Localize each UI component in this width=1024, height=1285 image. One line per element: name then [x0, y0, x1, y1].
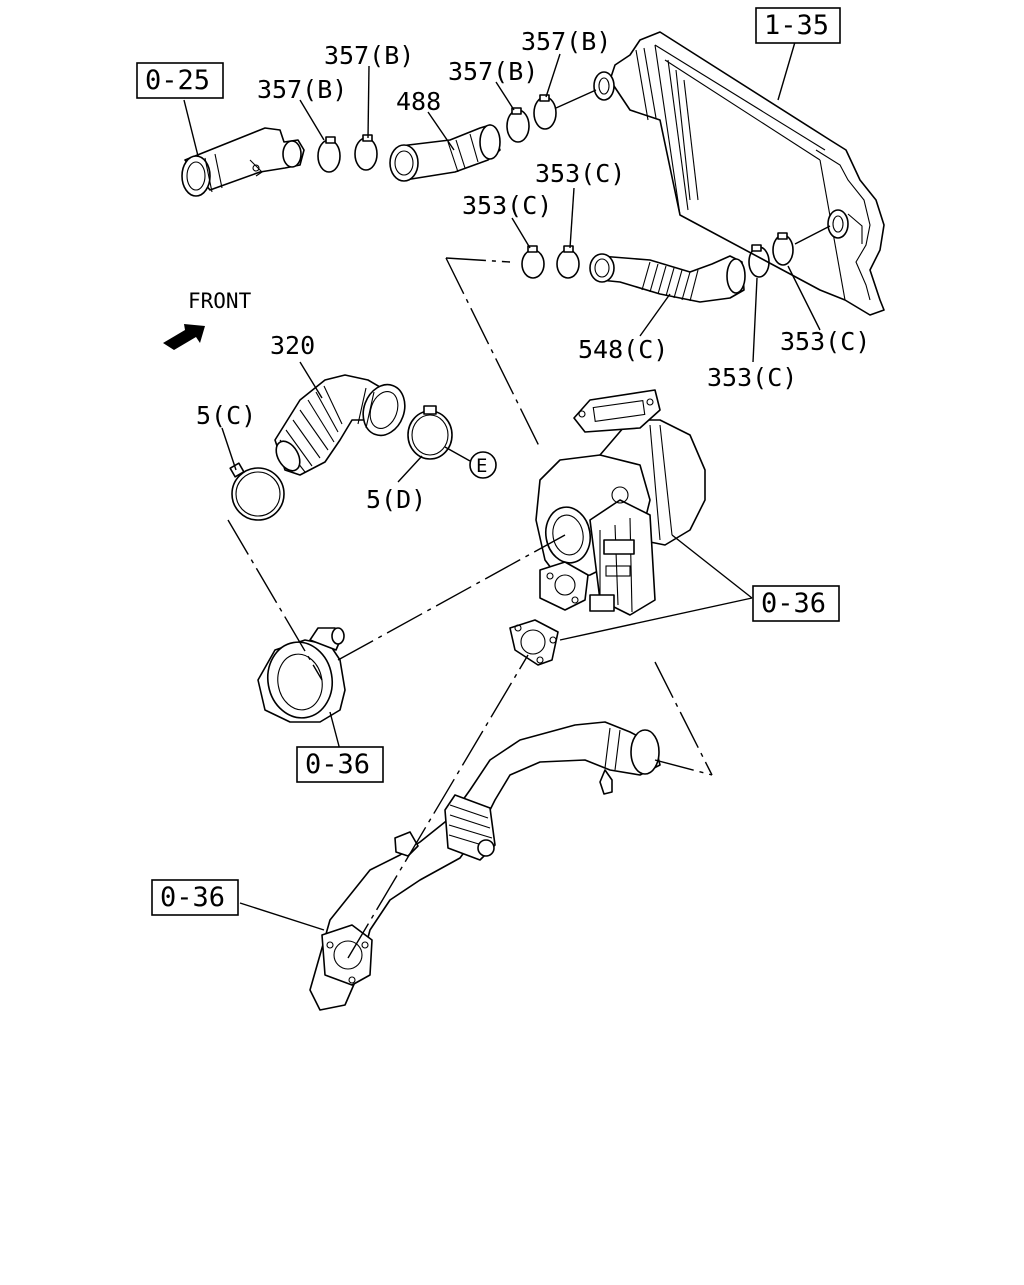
label-353c-2: 353(C) [462, 191, 552, 220]
clamp-353c-3 [748, 244, 770, 278]
clamp-5c [229, 462, 285, 521]
label-353c-4: 353(C) [707, 363, 797, 392]
ref-box-1-35: 1-35 [755, 7, 841, 44]
clamp-5d [407, 405, 453, 460]
label-357b-4: 357(B) [521, 27, 611, 56]
ref-1-35-label: 1-35 [764, 10, 829, 41]
label-353c-1: 353(C) [535, 159, 625, 188]
clamp-357b-1 [317, 136, 341, 173]
circle-e-marker [469, 451, 497, 479]
label-357b-1: 357(B) [257, 75, 347, 104]
label-320: 320 [270, 331, 315, 360]
label-548c: 548(C) [578, 335, 668, 364]
ref-0-36-pipe-label: 0-36 [160, 882, 225, 913]
ref-0-25-label: 0-25 [145, 65, 210, 96]
ref-box-0-36-turbo: 0-36 [752, 585, 840, 622]
clamp-357b-2 [354, 134, 378, 171]
leader-lines [183, 41, 821, 931]
ref-box-0-25: 0-25 [136, 62, 224, 99]
label-353c-3: 353(C) [780, 327, 870, 356]
clamp-353c-4 [772, 232, 794, 266]
intercooler [593, 31, 885, 316]
top-pipe [181, 127, 305, 197]
front-label: FRONT [188, 289, 252, 313]
ref-0-36-elbow-label: 0-36 [305, 749, 370, 780]
clamp-357b-3 [506, 107, 530, 143]
ref-box-0-36-elbow: 0-36 [296, 746, 384, 783]
hose-548c [589, 253, 746, 303]
inlet-elbow [257, 627, 346, 723]
turbocharger [535, 389, 706, 616]
label-5c: 5(C) [196, 401, 256, 430]
label-488: 488 [396, 87, 441, 116]
clamp-357b-4 [533, 94, 557, 130]
gasket [509, 619, 559, 666]
label-357b-2: 357(B) [324, 41, 414, 70]
assembly-lines [227, 257, 713, 959]
ref-box-0-36-pipe: 0-36 [151, 879, 239, 916]
circle-e-label: E [476, 455, 487, 477]
clamp-353c-1 [521, 245, 545, 279]
clamp-353c-2 [556, 245, 580, 279]
ref-0-36-turbo-label: 0-36 [761, 588, 826, 619]
lower-pipe [309, 721, 661, 1011]
hose-320 [274, 374, 406, 476]
hose-488 [389, 124, 501, 182]
label-5d: 5(D) [366, 485, 426, 514]
label-357b-3: 357(B) [448, 57, 538, 86]
front-arrow-icon [163, 324, 205, 350]
